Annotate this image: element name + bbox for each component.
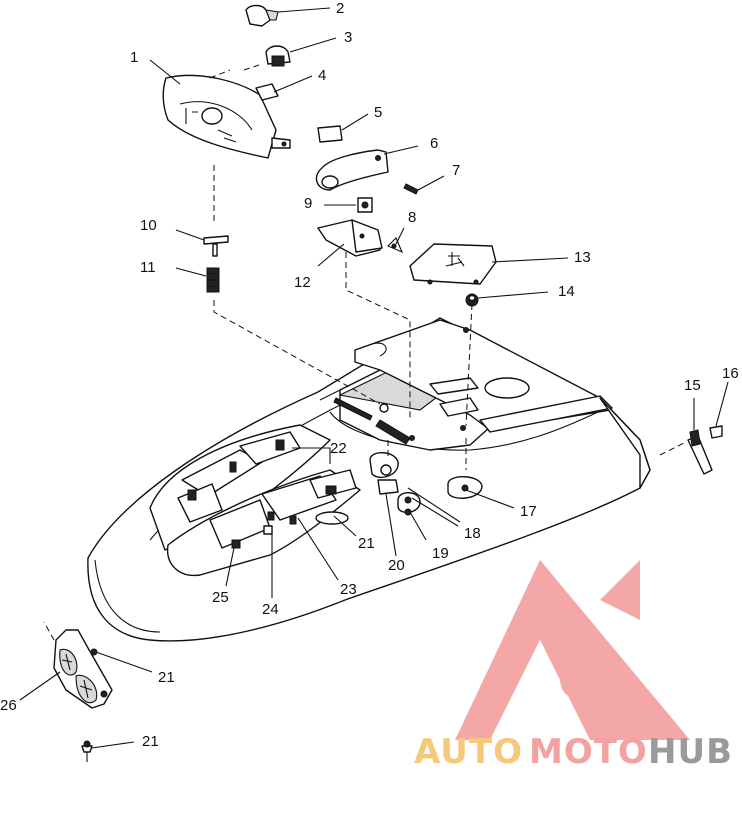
callout-20: 20: [388, 557, 405, 574]
callout-7: 7: [452, 162, 460, 179]
taillight-assembly: [53, 629, 113, 762]
bracket-parts: [315, 125, 419, 254]
callout-12: 12: [294, 274, 311, 291]
watermark-wordmark: AUTO MOTO HUB: [414, 732, 733, 772]
callout-17: 17: [520, 503, 537, 520]
callout-21: 21: [358, 535, 375, 552]
watermark-moto: MOTO: [529, 732, 648, 772]
hood-latch: [687, 425, 723, 475]
callout-2: 2: [336, 0, 344, 17]
callout-11: 11: [140, 259, 156, 276]
pin-and-spring: [203, 235, 229, 293]
callout-16: 16: [722, 365, 739, 382]
leader-lines: [19, 7, 729, 749]
callout-5: 5: [374, 104, 382, 121]
callout-15: 15: [684, 377, 701, 394]
callout-8: 8: [408, 209, 416, 226]
watermark-hub: HUB: [648, 732, 733, 772]
callout-6: 6: [430, 135, 438, 152]
callout-3: 3: [344, 29, 352, 46]
callout-13: 13: [574, 249, 591, 266]
mount-bracket: [317, 219, 383, 257]
callout-19: 19: [432, 545, 449, 562]
watermark-logo-icon: [455, 560, 690, 740]
callout-22: 22: [330, 440, 347, 457]
callout-labels: 1 2 3 4 5 6 7 8 9 10 11 12 13 14 15 16 1…: [0, 0, 739, 750]
callout-14: 14: [558, 283, 575, 300]
callout-18: 18: [464, 525, 481, 542]
callout-21-upper: 21: [158, 669, 175, 686]
callout-25: 25: [212, 589, 229, 606]
callout-26: 26: [0, 697, 17, 714]
callout-4: 4: [318, 67, 326, 84]
callout-1: 1: [130, 49, 138, 66]
callout-9: 9: [304, 195, 312, 212]
callout-23: 23: [340, 581, 357, 598]
watermark-auto: AUTO: [414, 732, 523, 772]
callout-24: 24: [262, 601, 279, 618]
callout-21-lower: 21: [142, 733, 159, 750]
headlight-assembly: [162, 4, 291, 225]
callout-10: 10: [140, 217, 157, 234]
cover-panel: [409, 243, 497, 307]
